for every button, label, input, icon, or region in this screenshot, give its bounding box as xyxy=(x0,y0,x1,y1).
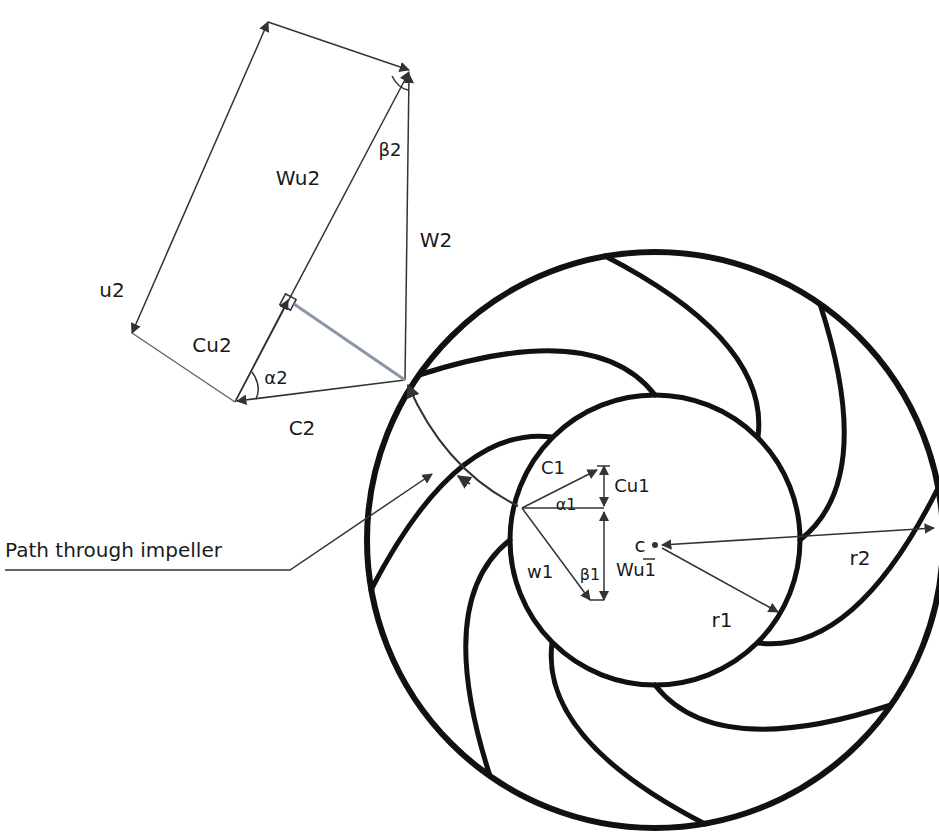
velocity-label: β1 xyxy=(580,563,600,587)
cu1-vector xyxy=(603,466,605,506)
wu1-vector xyxy=(603,512,605,600)
wu2-vector xyxy=(235,72,409,402)
callout-label: Path through impeller xyxy=(5,538,222,562)
velocity-label: r2 xyxy=(850,546,871,570)
velocity-label: C2 xyxy=(289,416,316,440)
blade xyxy=(466,540,510,776)
alpha2-arc xyxy=(252,372,258,399)
w1-vector xyxy=(522,508,590,600)
velocity-label: Wu1 xyxy=(616,558,656,582)
velocity-label: α1 xyxy=(556,493,577,517)
inlet-triangle xyxy=(522,466,610,600)
velocity-label: w1 xyxy=(527,560,553,584)
velocity-label: u2 xyxy=(99,278,124,302)
velocity-label: W2 xyxy=(420,228,453,252)
velocity-label: Cu2 xyxy=(192,333,231,357)
cu2-vector xyxy=(235,300,288,402)
velocity-label: α2 xyxy=(264,366,287,390)
flow-path xyxy=(408,385,518,506)
outer-circle xyxy=(367,252,939,828)
right-angle-mark xyxy=(280,294,296,310)
impeller-blades xyxy=(371,256,937,824)
velocity-label: β2 xyxy=(379,138,402,162)
w2-vector xyxy=(405,74,409,380)
closing-line xyxy=(597,465,610,467)
blade xyxy=(758,490,937,644)
velocity-label: r1 xyxy=(712,608,733,632)
velocity-label: c xyxy=(635,533,646,557)
u2-vector xyxy=(132,22,268,333)
r1-dimension xyxy=(662,548,778,612)
velocity-label: Wu2 xyxy=(276,166,320,190)
base-line xyxy=(132,333,235,402)
closing-line xyxy=(590,599,604,601)
centre-dot xyxy=(652,542,658,548)
outlet-triangle xyxy=(132,22,409,402)
velocity-label: Cu1 xyxy=(614,474,649,498)
blade xyxy=(800,304,844,540)
blade xyxy=(605,256,759,437)
blade xyxy=(419,351,655,395)
flow-arrow xyxy=(458,476,470,484)
blade xyxy=(655,685,891,729)
velocity-label: C1 xyxy=(541,456,565,480)
top-line xyxy=(268,22,409,70)
perpendicular-line xyxy=(294,304,405,380)
beta2-arc xyxy=(392,76,408,90)
r2-dimension xyxy=(662,528,934,545)
leader-line xyxy=(5,474,432,570)
c2-vector xyxy=(237,380,405,401)
blade xyxy=(551,643,705,824)
